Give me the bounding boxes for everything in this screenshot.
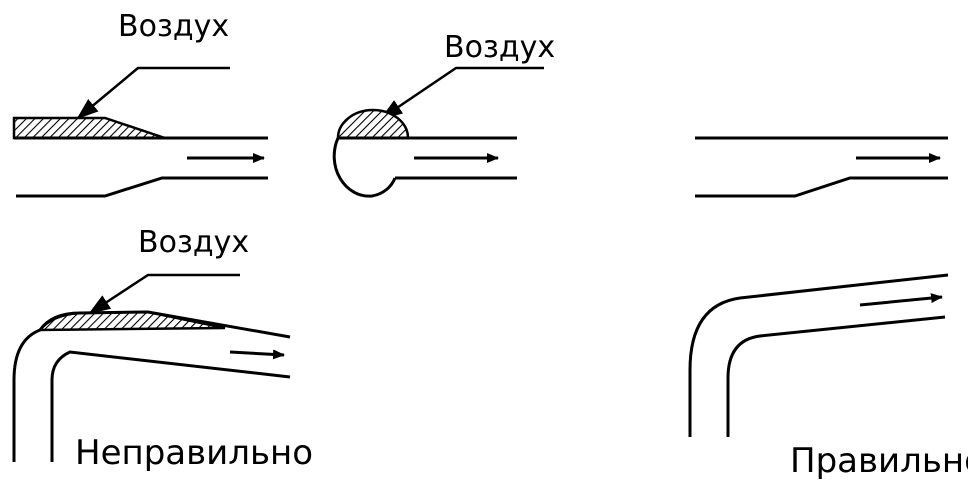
panel-bottom-right-elbow: Правильно	[688, 273, 968, 481]
pipe-bottom-wall	[16, 176, 268, 198]
elbow-outer-wall	[688, 273, 949, 437]
air-leader-line	[88, 273, 240, 315]
air-pocket-hatch	[336, 108, 410, 140]
air-label-top-mid: Воздух	[444, 30, 555, 65]
caption-right: Правильно	[790, 441, 968, 481]
elbow-inner-wall	[726, 315, 946, 437]
flow-arrow	[229, 349, 285, 360]
tee-branch-wall	[332, 137, 397, 198]
air-leader-line	[76, 66, 230, 120]
air-pocket-hatch	[12, 116, 166, 140]
air-label-top-left: Воздух	[118, 9, 229, 44]
panel-top-left-reducer: Воздух	[12, 9, 268, 198]
elbow-inner-wall	[50, 350, 291, 462]
panel-bottom-left-elbow: Воздух Неправильно	[12, 225, 313, 473]
flow-arrow	[859, 293, 943, 307]
pipe-bottom-wall	[695, 176, 948, 198]
air-label-bottom-left: Воздух	[138, 225, 249, 260]
panel-top-mid-tee: Воздух	[332, 30, 555, 198]
panel-top-right-reducer	[695, 136, 948, 198]
caption-wrong: Неправильно	[75, 433, 313, 473]
air-leader-line	[380, 66, 544, 120]
elbow-outer-wall	[12, 310, 291, 462]
